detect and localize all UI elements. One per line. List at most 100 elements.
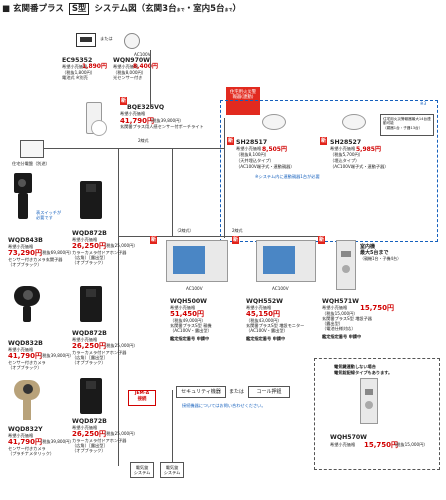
door3-desc: カラーカメラ付ドアホン子器 [72, 438, 127, 443]
wqh552-model: WQH552W [246, 298, 284, 305]
wqh500-label: 希望小売価格 [170, 305, 196, 310]
wire-bottom-vertical [172, 390, 173, 470]
wqh570-header2: 電気錠配線タイプもあります。 [334, 370, 393, 375]
call-label: コール押鈕 [256, 389, 282, 395]
door3-label: 希望小売価格 [72, 425, 98, 430]
wqh570-panel [314, 358, 440, 470]
sh28517-desc1: （天井埋込タイプ） [236, 158, 274, 163]
fire-alarm-note: ※システム内に連動親器1台が必要 [255, 174, 320, 179]
door3-price: 26,250円 [72, 430, 107, 438]
wqh500-price: 51,450円 [170, 310, 205, 318]
title-small2: まで [224, 7, 233, 12]
cam2-note: （オプブラック） [8, 365, 42, 370]
door2-desc: カラーカメラ付ドアホン子器 [72, 350, 127, 355]
ec-device [76, 33, 96, 47]
wqh552-desc: 玄関番プラスS型 増設モニター [246, 323, 305, 328]
cam1-note: （オプブラック） [8, 262, 42, 267]
wire-to-alarm [224, 118, 225, 238]
fire-legend-box: 住宅用火災警報器最大14台連動可能 （親器1台・子器13台） [380, 114, 434, 136]
new-badge-sh28517: 新 [227, 137, 235, 145]
cam1-label: 希望小売価格 [8, 244, 34, 249]
cam3-desc: センサー付きカメラ [8, 446, 46, 451]
cam1-desc: センサー付きカメラ玄関子器 [8, 257, 63, 262]
wqh571-model: WQH571W [322, 298, 360, 305]
room-max-1: 室内機 [360, 244, 376, 250]
fire-legend: 住宅用火災警報器最大14台連動可能 [383, 117, 431, 126]
call-box: コール押鈕 [248, 386, 290, 398]
bqe-note: 玄関番プラス用人感センサー付ポーチライト [120, 124, 204, 129]
door2-tax: （税抜25,000円） [102, 343, 138, 348]
camera-device-2 [14, 286, 40, 322]
wire-main-horizontal [44, 148, 224, 149]
wire-bus-horizontal [118, 236, 318, 237]
fire-alarm-redbox: 住宅用火災警報器(連動) [226, 87, 260, 115]
wqh500-tax: （税抜49,000円） [170, 318, 206, 323]
wqh500-model: WQH500W [170, 298, 208, 305]
cam2-desc: センサー付きカメラ [8, 360, 46, 365]
wqh500-ac: AC100V [186, 286, 203, 291]
wqh552-device [256, 240, 316, 282]
new-badge-wqh500: 新 [150, 236, 158, 244]
wqn-model: WQN970W [113, 57, 151, 64]
door-device-1 [80, 181, 102, 219]
bqe-device [86, 102, 108, 142]
wqh571-label: 希望小売価格 [322, 305, 348, 310]
security-box: セキュリティ機器 [176, 386, 226, 398]
lock-system-1: 電気錠 システム [130, 462, 154, 478]
fire-alarm-panel [220, 100, 438, 242]
wqh552-desc2: （AC100V・露出型） [246, 328, 288, 333]
lock1-line2: システム [133, 470, 151, 475]
lock1-line1: 電気錠 [135, 465, 149, 470]
fire-alarm-footnote: ※3 [420, 101, 427, 106]
cam1-model: WQD843B [8, 237, 43, 244]
door1-desc: カラーカメラ付ドアホン子器 [72, 250, 127, 255]
wqh571-device [336, 240, 356, 290]
ec-note: 電池式 ※別売 [62, 75, 88, 80]
camera-device-3 [14, 380, 40, 422]
cam3-tax: （税抜39,800円） [38, 439, 74, 444]
wqh571-tax: （税抜15,000円） [322, 311, 358, 316]
room-max-label: 室内機 最大5台まで （親機1台・子機4台） [360, 244, 401, 262]
door2-note1: （広角）［露出型］ [72, 355, 108, 360]
title-close: ） [232, 4, 242, 14]
wqh500-device [166, 240, 228, 282]
jem-a-badge: JEM-A 接続 [128, 390, 156, 406]
security-or: または [229, 389, 245, 395]
door3-note1: （広角）［露出型］ [72, 443, 108, 448]
wqh500-desc: 玄関番プラスS型 親機 [170, 323, 212, 328]
cam1-price: 73,290円 [8, 249, 43, 257]
wqh571-price: 15,750円 [360, 304, 395, 312]
sh28517-label: 希望小売価格 [236, 146, 262, 151]
sh28517-price: 8,505円 [262, 146, 287, 153]
door2-price: 26,250円 [72, 342, 107, 350]
lock-system-2: 電気錠 システム [160, 462, 184, 478]
cam2-model: WQD832B [8, 340, 43, 347]
ec-label: 希望小売価格 [62, 64, 88, 69]
cam2-price: 41,790円 [8, 352, 43, 360]
room-max-3: （親機1台・子機4台） [360, 256, 402, 261]
house-panel-device [20, 140, 44, 158]
cam2-tax: （税抜39,800円） [38, 353, 74, 358]
cam1-switch2: 必要です [36, 215, 53, 220]
door-device-3 [80, 378, 102, 414]
wqh552-ac: AC100V [272, 286, 289, 291]
wqh571-cert: 鑑定指定番号 申請中 [322, 334, 362, 339]
fire-legend2: （親器1台・子器13台） [383, 125, 423, 130]
sh28527-device [342, 114, 366, 130]
wire-mid-vertical [172, 148, 173, 236]
door1-note1: （広角）［露出型］ [72, 255, 108, 260]
bqe-model: BQE325VQ [127, 104, 165, 111]
wire-label-1: 2線式 [138, 138, 149, 143]
lock2-line1: 電気錠 [165, 465, 179, 470]
wqh552-cert: 鑑定指定番号 申請中 [246, 336, 286, 341]
sh28527-price: 5,985円 [356, 146, 381, 153]
door3-model: WQD872B [72, 418, 107, 425]
bqe-label: 希望小売価格 [120, 111, 146, 116]
door1-note2: （オプブラック） [72, 260, 106, 265]
sh28527-model: SH28527 [330, 139, 362, 146]
title-main: 玄関番プラス [13, 4, 64, 14]
bqe-price: 41,790円 [120, 117, 155, 125]
cam3-note: （プラチナメタリック） [8, 451, 55, 456]
cam3-label: 希望小売価格 [8, 433, 34, 438]
door2-note2: （オプブラック） [72, 360, 106, 365]
